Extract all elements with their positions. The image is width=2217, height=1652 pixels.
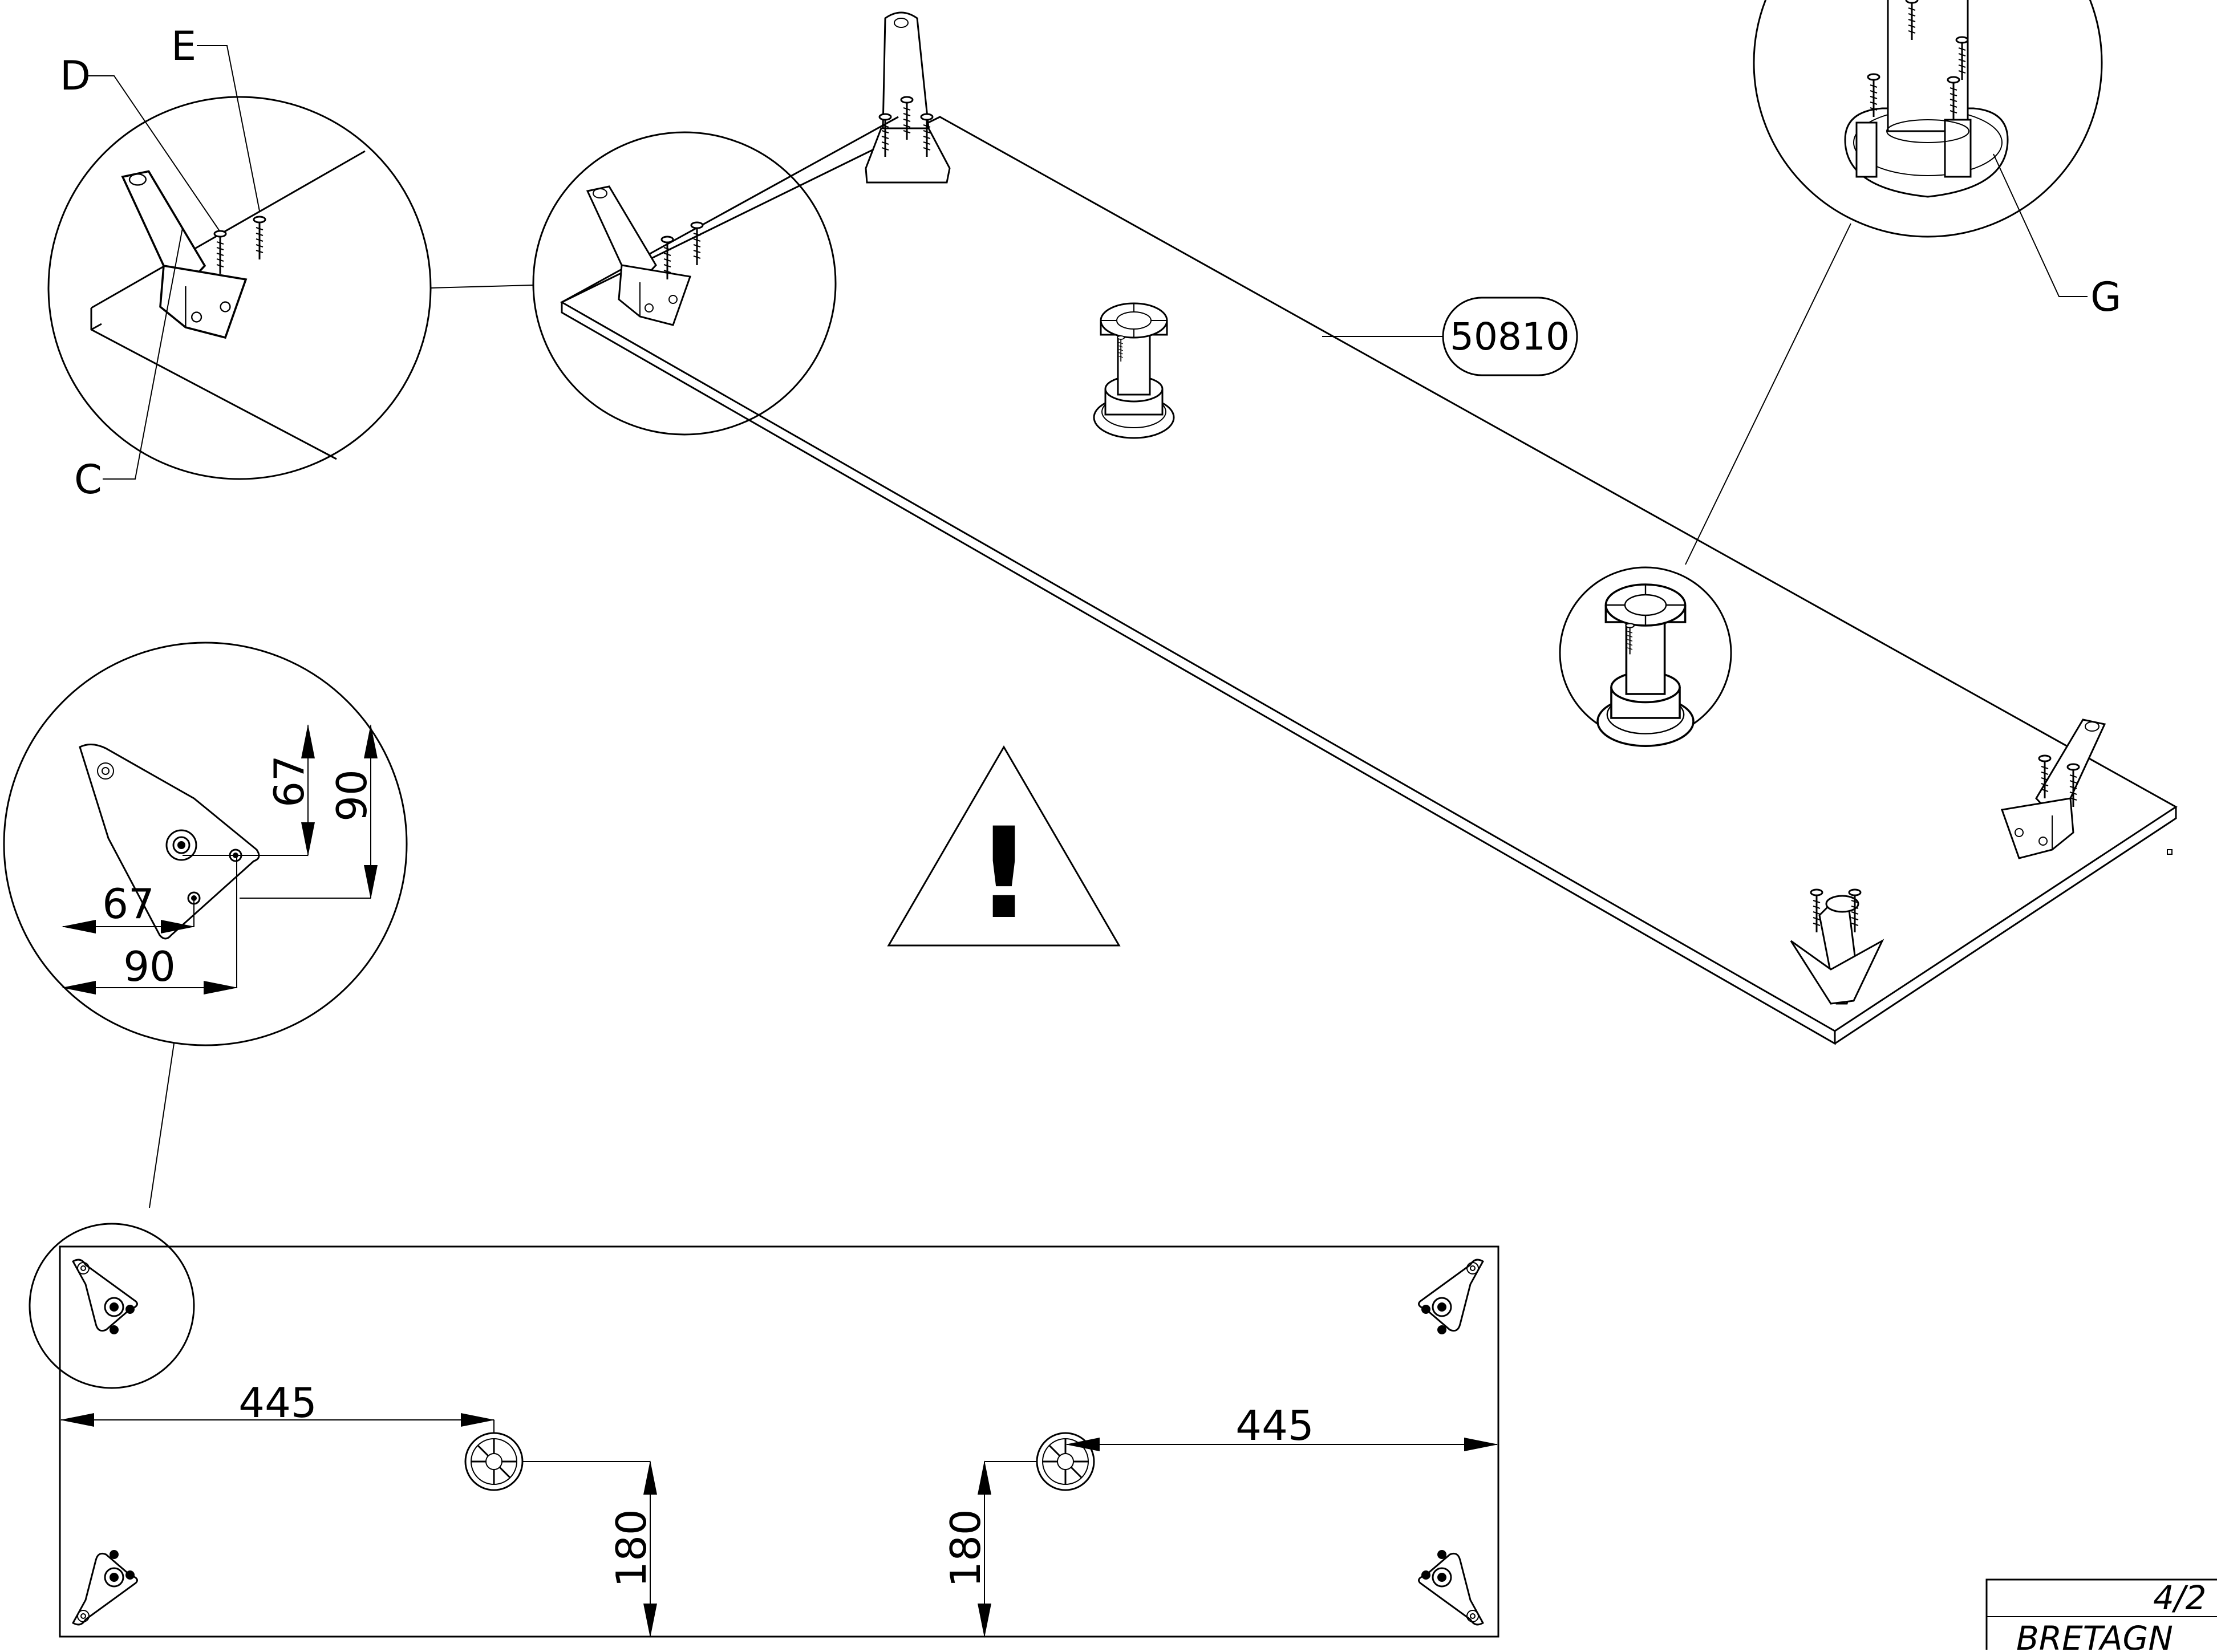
dim-vertical-outer: 90	[328, 769, 376, 822]
plastic-foot-icon	[1790, 888, 1884, 1005]
adjustable-leveler-icon	[1094, 303, 1174, 438]
part-label-d: D	[60, 52, 220, 232]
part-label-c: C	[74, 228, 183, 503]
plan-leveler-right	[1036, 1432, 1095, 1491]
plan-foot-top-left	[72, 1259, 138, 1336]
panel-isometric	[560, 116, 2178, 1045]
part-label-e: E	[171, 23, 260, 212]
detail-circle-foot-corner	[532, 116, 899, 436]
plastic-foot-icon	[865, 11, 951, 184]
dim-left-offset: 445	[238, 1379, 317, 1427]
dim-horizontal-inner: 67	[102, 880, 155, 928]
plan-foot-bottom-right	[1418, 1549, 1484, 1626]
model-name: BRETAGN	[2016, 1619, 2173, 1650]
detail-circle-foot-dimensions: 67 90 67 90	[3, 642, 408, 1046]
svg-text:E: E	[171, 23, 196, 70]
detail-circle-leveler-zoom: G	[1753, 0, 2121, 320]
dim-right-depth: 180	[942, 1509, 990, 1587]
plan-foot-bottom-left	[72, 1549, 138, 1626]
dim-horizontal-outer: 90	[123, 943, 176, 991]
plan-leveler-left	[464, 1432, 524, 1491]
part-label-g: G	[2090, 274, 2121, 320]
callout-leader	[149, 1043, 175, 1208]
plan-foot-top-right	[1418, 1259, 1484, 1336]
detail-circle-foot-fixing	[47, 96, 432, 480]
svg-text:!: !	[975, 801, 1032, 947]
svg-text:50810: 50810	[1450, 315, 1570, 359]
panel-code-label: 50810	[1322, 297, 1578, 376]
panel-plan-view: 445 445 180 180	[29, 1223, 1499, 1638]
dim-right-offset: 445	[1235, 1402, 1314, 1450]
warning-triangle-icon: !	[887, 745, 1121, 947]
plastic-foot-icon	[2001, 719, 2106, 859]
svg-text:D: D	[60, 52, 91, 99]
svg-text:C: C	[74, 456, 102, 503]
title-block: 4/2 BRETAGN	[1985, 1578, 2217, 1652]
callout-leader	[430, 285, 534, 289]
dim-vertical-inner: 67	[265, 755, 313, 807]
page-number: 4/2	[2153, 1578, 2206, 1617]
detail-circle-leveler	[1559, 223, 1851, 746]
dim-left-depth: 180	[607, 1509, 655, 1587]
